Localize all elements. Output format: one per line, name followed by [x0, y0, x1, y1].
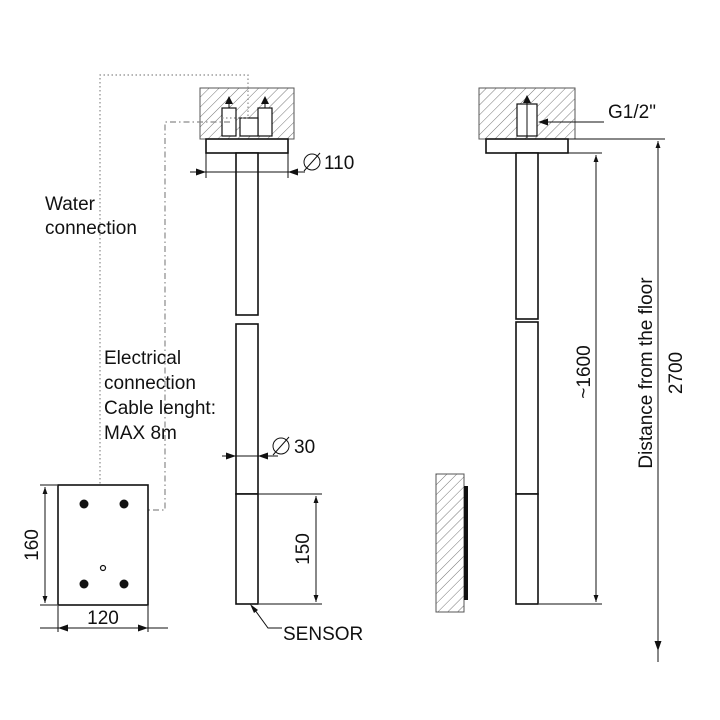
thread-label: G1/2"	[608, 102, 656, 123]
sensor-label: SENSOR	[283, 624, 363, 645]
water-connection-label: Water connection	[45, 194, 137, 239]
sensor-leader	[251, 605, 282, 629]
diameter-30-label: 30	[294, 437, 315, 458]
pipe-middle-side	[515, 321, 539, 495]
pipe-upper-side	[515, 152, 539, 320]
box-center-hole	[99, 564, 107, 572]
pipe-middle-front	[235, 323, 259, 495]
box-height-label: 160	[22, 529, 43, 561]
height-1600-label: ~1600	[574, 345, 595, 398]
electrical-connection-label: Electrical connection Cable lenght: MAX …	[104, 348, 221, 444]
box-screw	[79, 499, 89, 509]
ceiling-flange-front	[205, 138, 289, 154]
electrical-box	[57, 484, 149, 606]
electrical-connection-line	[148, 121, 230, 511]
pipe-sensor-front	[235, 493, 259, 605]
box-width-label: 120	[87, 608, 119, 629]
floor-distance-title: Distance from the floor	[636, 277, 657, 469]
ceiling-flange-side	[485, 138, 569, 154]
side-view: G1/2" ~1600 Distance from the floor 2700	[435, 87, 687, 662]
water-connection-line	[99, 74, 249, 485]
front-view: 160 120 110 30 150	[22, 74, 363, 645]
sensor-length-label: 150	[293, 533, 314, 565]
diameter-icon	[303, 152, 321, 172]
diameter-icon	[272, 436, 290, 456]
pipe-sensor-side	[515, 493, 539, 605]
box-screw	[79, 579, 89, 589]
wall-box-front-plate	[464, 486, 468, 600]
wall-box-side	[435, 473, 465, 613]
floor-distance-value: 2700	[666, 352, 687, 394]
box-screw	[119, 579, 129, 589]
diameter-110-label: 110	[324, 153, 354, 174]
pipe-upper-front	[235, 152, 259, 316]
box-screw	[119, 499, 129, 509]
valve-assembly-side	[516, 95, 538, 138]
